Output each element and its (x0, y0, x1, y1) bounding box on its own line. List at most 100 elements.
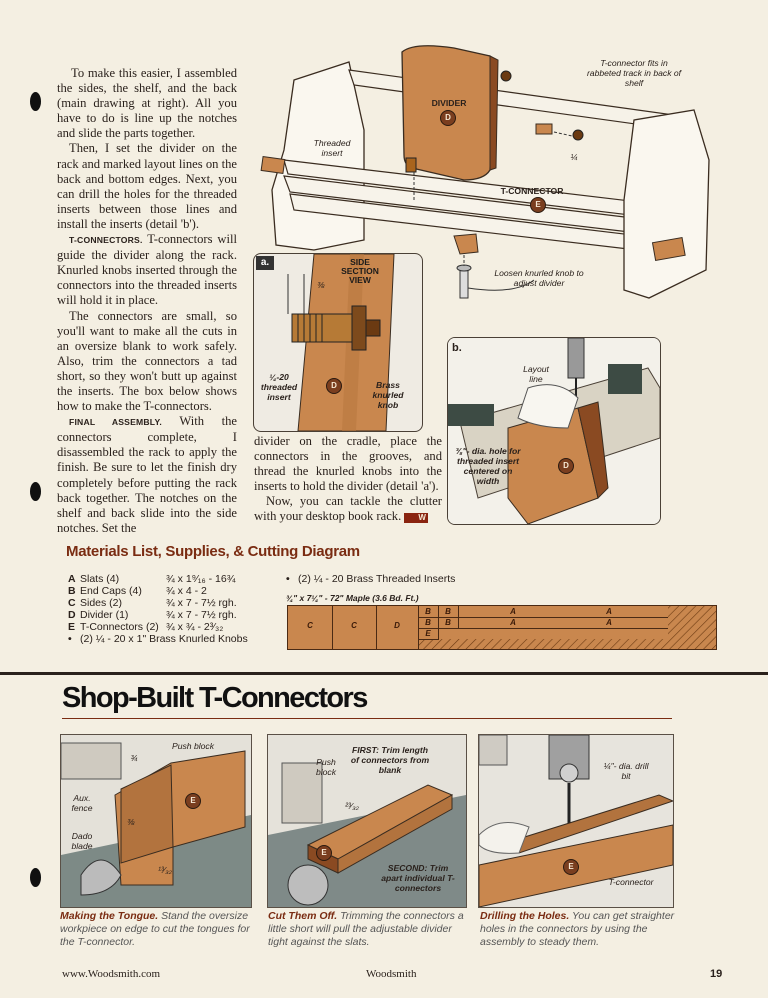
side-section-title: SIDE SECTION VIEW (341, 257, 379, 285)
loosen-knob-label: Loosen knurled knob to adjust divider (494, 268, 584, 288)
paragraph: Then, I set the divider on the rack and … (57, 141, 237, 231)
board-part (418, 628, 439, 640)
divider-badge: D (440, 110, 456, 126)
t-connector-fits-label: T-connector fits in rabbeted track in ba… (586, 58, 682, 88)
caption-drilling-holes: Drilling the Holes. You can get straight… (480, 910, 675, 948)
t-connector-badge: E (563, 859, 579, 875)
book-rack-illustration (260, 45, 710, 299)
dimension-label: ⅜ (127, 817, 135, 827)
dimension-label: ¾ (130, 753, 138, 763)
board-label: ¾" x 7¼" - 72" Maple (3.6 Bd. Ft.) (286, 593, 419, 603)
figure-cut-them-off: Push block FIRST: Trim length of connect… (267, 734, 467, 908)
board-part (376, 606, 419, 649)
t-connector-label: T-CONNECTOR (500, 186, 564, 196)
hole-label: ⅜"- dia. hole for threaded insert center… (455, 446, 521, 486)
board-part (332, 606, 377, 649)
divider-label: DIVIDER (431, 98, 467, 108)
binder-hole (30, 868, 41, 887)
side-section-view-illustration (287, 254, 395, 431)
board-part-label: A (510, 607, 516, 616)
board-part-label: B (445, 607, 451, 616)
board-part-label: B (425, 607, 431, 616)
figure-making-tongue: Push block ¾ Aux. fence ⅜ Dado blade ¹³⁄… (60, 734, 252, 908)
fraction-label: ¼ (570, 152, 578, 162)
board-part-label: A (606, 607, 612, 616)
drilling-detail-illustration (448, 338, 660, 524)
caption-cut-them-off: Cut Them Off. Trimming the connectors a … (268, 910, 464, 948)
making-tongue-illustration (61, 735, 251, 907)
detail-tag: b. (452, 342, 462, 354)
footer-magazine: Woodsmith (366, 968, 417, 980)
caption-making-tongue: Making the Tongue. Stand the oversize wo… (60, 910, 250, 948)
binder-hole (30, 482, 41, 501)
title-rule (62, 718, 672, 719)
shop-built-title: Shop-Built T-Connectors (62, 682, 368, 714)
runin-heading: FINAL ASSEMBLY. (69, 417, 163, 428)
article-column-2: divider on the cradle, place the connect… (254, 434, 442, 525)
dimension-label: ¹³⁄₃₂ (158, 865, 172, 875)
board-part-label: B (445, 618, 451, 627)
figure-drilling-holes: ¼"- dia. drill bit T-connector E (478, 734, 674, 908)
cutting-diagram-waste-hatch (418, 606, 716, 649)
threaded-insert-label: Threaded insert (313, 138, 351, 158)
board-part (438, 617, 459, 629)
board-part (418, 606, 439, 618)
materials-title: Materials List, Supplies, & Cutting Diag… (66, 543, 360, 560)
detail-a-panel: a. SIDE SECTION VIEW ⅜ ¼-20 threaded ins… (253, 253, 423, 432)
board-part-label: D (394, 621, 400, 630)
aux-fence-label: Aux. fence (71, 793, 93, 813)
section-divider (0, 672, 768, 675)
t-connector-badge: E (316, 845, 332, 861)
board-part (458, 606, 668, 618)
push-block-label: Push block (171, 741, 215, 751)
paragraph: Now, you can tackle the clutter with you… (254, 494, 442, 524)
supply-item: •(2) ¼ - 20 Brass Threaded Inserts (286, 573, 456, 585)
board-part-label: C (351, 621, 357, 630)
dimension-label: ²³⁄₃₂ (345, 801, 359, 811)
divider-badge: D (558, 458, 574, 474)
paragraph: To make this easier, I assembled the sid… (57, 66, 237, 141)
first-step-label: FIRST: Trim length of connectors from bl… (350, 745, 430, 775)
t-connector-badge: E (530, 197, 546, 213)
runin-heading: T-CONNECTORS. (69, 235, 143, 246)
brass-knob-label: Brass knurled knob (372, 380, 404, 410)
divider-badge: D (326, 378, 342, 394)
main-drawing: Threaded insert DIVIDER D T-connector fi… (254, 40, 714, 310)
dado-blade-label: Dado blade (71, 831, 93, 851)
cutting-diagram-board: C C D B B B B E A A A A (287, 605, 717, 650)
board-part (458, 617, 668, 629)
board-part-label: A (606, 618, 612, 627)
push-block-label: Push block (315, 757, 337, 777)
board-part-label: E (425, 629, 431, 638)
end-mark-icon: W (404, 513, 428, 524)
paragraph: T-connectors will guide the divider alon… (57, 232, 237, 308)
dimension-label: ⅜ (317, 280, 325, 290)
second-step-label: SECOND: Trim apart individual T-connecto… (381, 863, 455, 893)
materials-section (56, 540, 720, 541)
t-connector-badge: E (185, 793, 201, 809)
article-column-1: To make this easier, I assembled the sid… (57, 66, 237, 536)
page-number: 19 (710, 968, 723, 980)
t-connector-label: T-connector (608, 877, 654, 887)
board-part (418, 617, 439, 629)
paragraph: With the connectors complete, I disassem… (57, 414, 238, 535)
paragraph: The connectors are small, so you'll want… (57, 308, 237, 414)
board-part-label: B (425, 618, 431, 627)
paragraph: divider on the cradle, place the connect… (254, 434, 442, 494)
board-part (438, 606, 459, 618)
layout-line-label: Layout line (523, 364, 549, 384)
detail-tag: a. (256, 256, 274, 270)
detail-b-panel: b. Layout line ⅜"- dia. hole for threade… (447, 337, 661, 525)
threaded-insert-label: ¼-20 threaded insert (260, 372, 298, 402)
supply-item: •(2) ¼ - 20 x 1" Brass Knurled Knobs (68, 633, 248, 645)
drill-bit-label: ¼"- dia. drill bit (603, 761, 649, 781)
board-part-label: C (307, 621, 313, 630)
binder-hole (30, 92, 41, 111)
footer-url: www.Woodsmith.com (62, 968, 161, 980)
board-part (288, 606, 333, 649)
